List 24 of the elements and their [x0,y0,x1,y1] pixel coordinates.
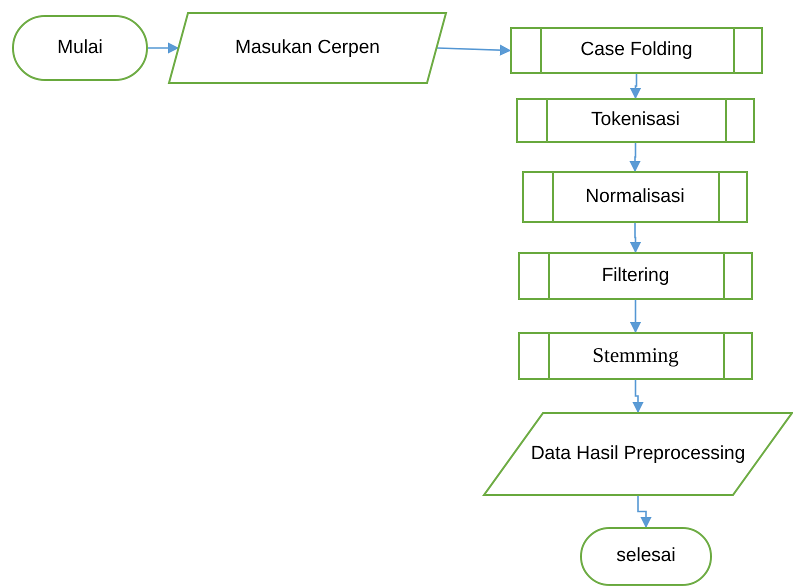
arrow [630,300,642,334]
arrow [632,380,644,414]
node-label: selesai [615,544,677,568]
predefined-process-box [518,252,753,300]
node-label: Filtering [600,264,670,288]
predefined-process-box [522,171,748,223]
arrow [637,496,652,528]
arrow [630,223,642,254]
node-label: Mulai [56,36,104,60]
data-parallelogram [168,12,447,84]
arrow [630,74,642,100]
arrow [629,143,641,172]
predefined-process-box [518,332,753,380]
node-label: Masukan Cerpen [234,36,381,60]
data-parallelogram [483,412,793,496]
arrow [436,44,512,56]
node-label: Case Folding [580,38,694,62]
arrow [148,42,180,54]
node-label: Normalisasi [584,184,686,209]
node-label: Data Hasil Preprocessing [530,442,746,466]
predefined-process-box [510,27,763,74]
node-label: Stemming [591,342,680,370]
node-label: Tokenisasi [590,108,681,132]
predefined-process-box [516,98,755,143]
